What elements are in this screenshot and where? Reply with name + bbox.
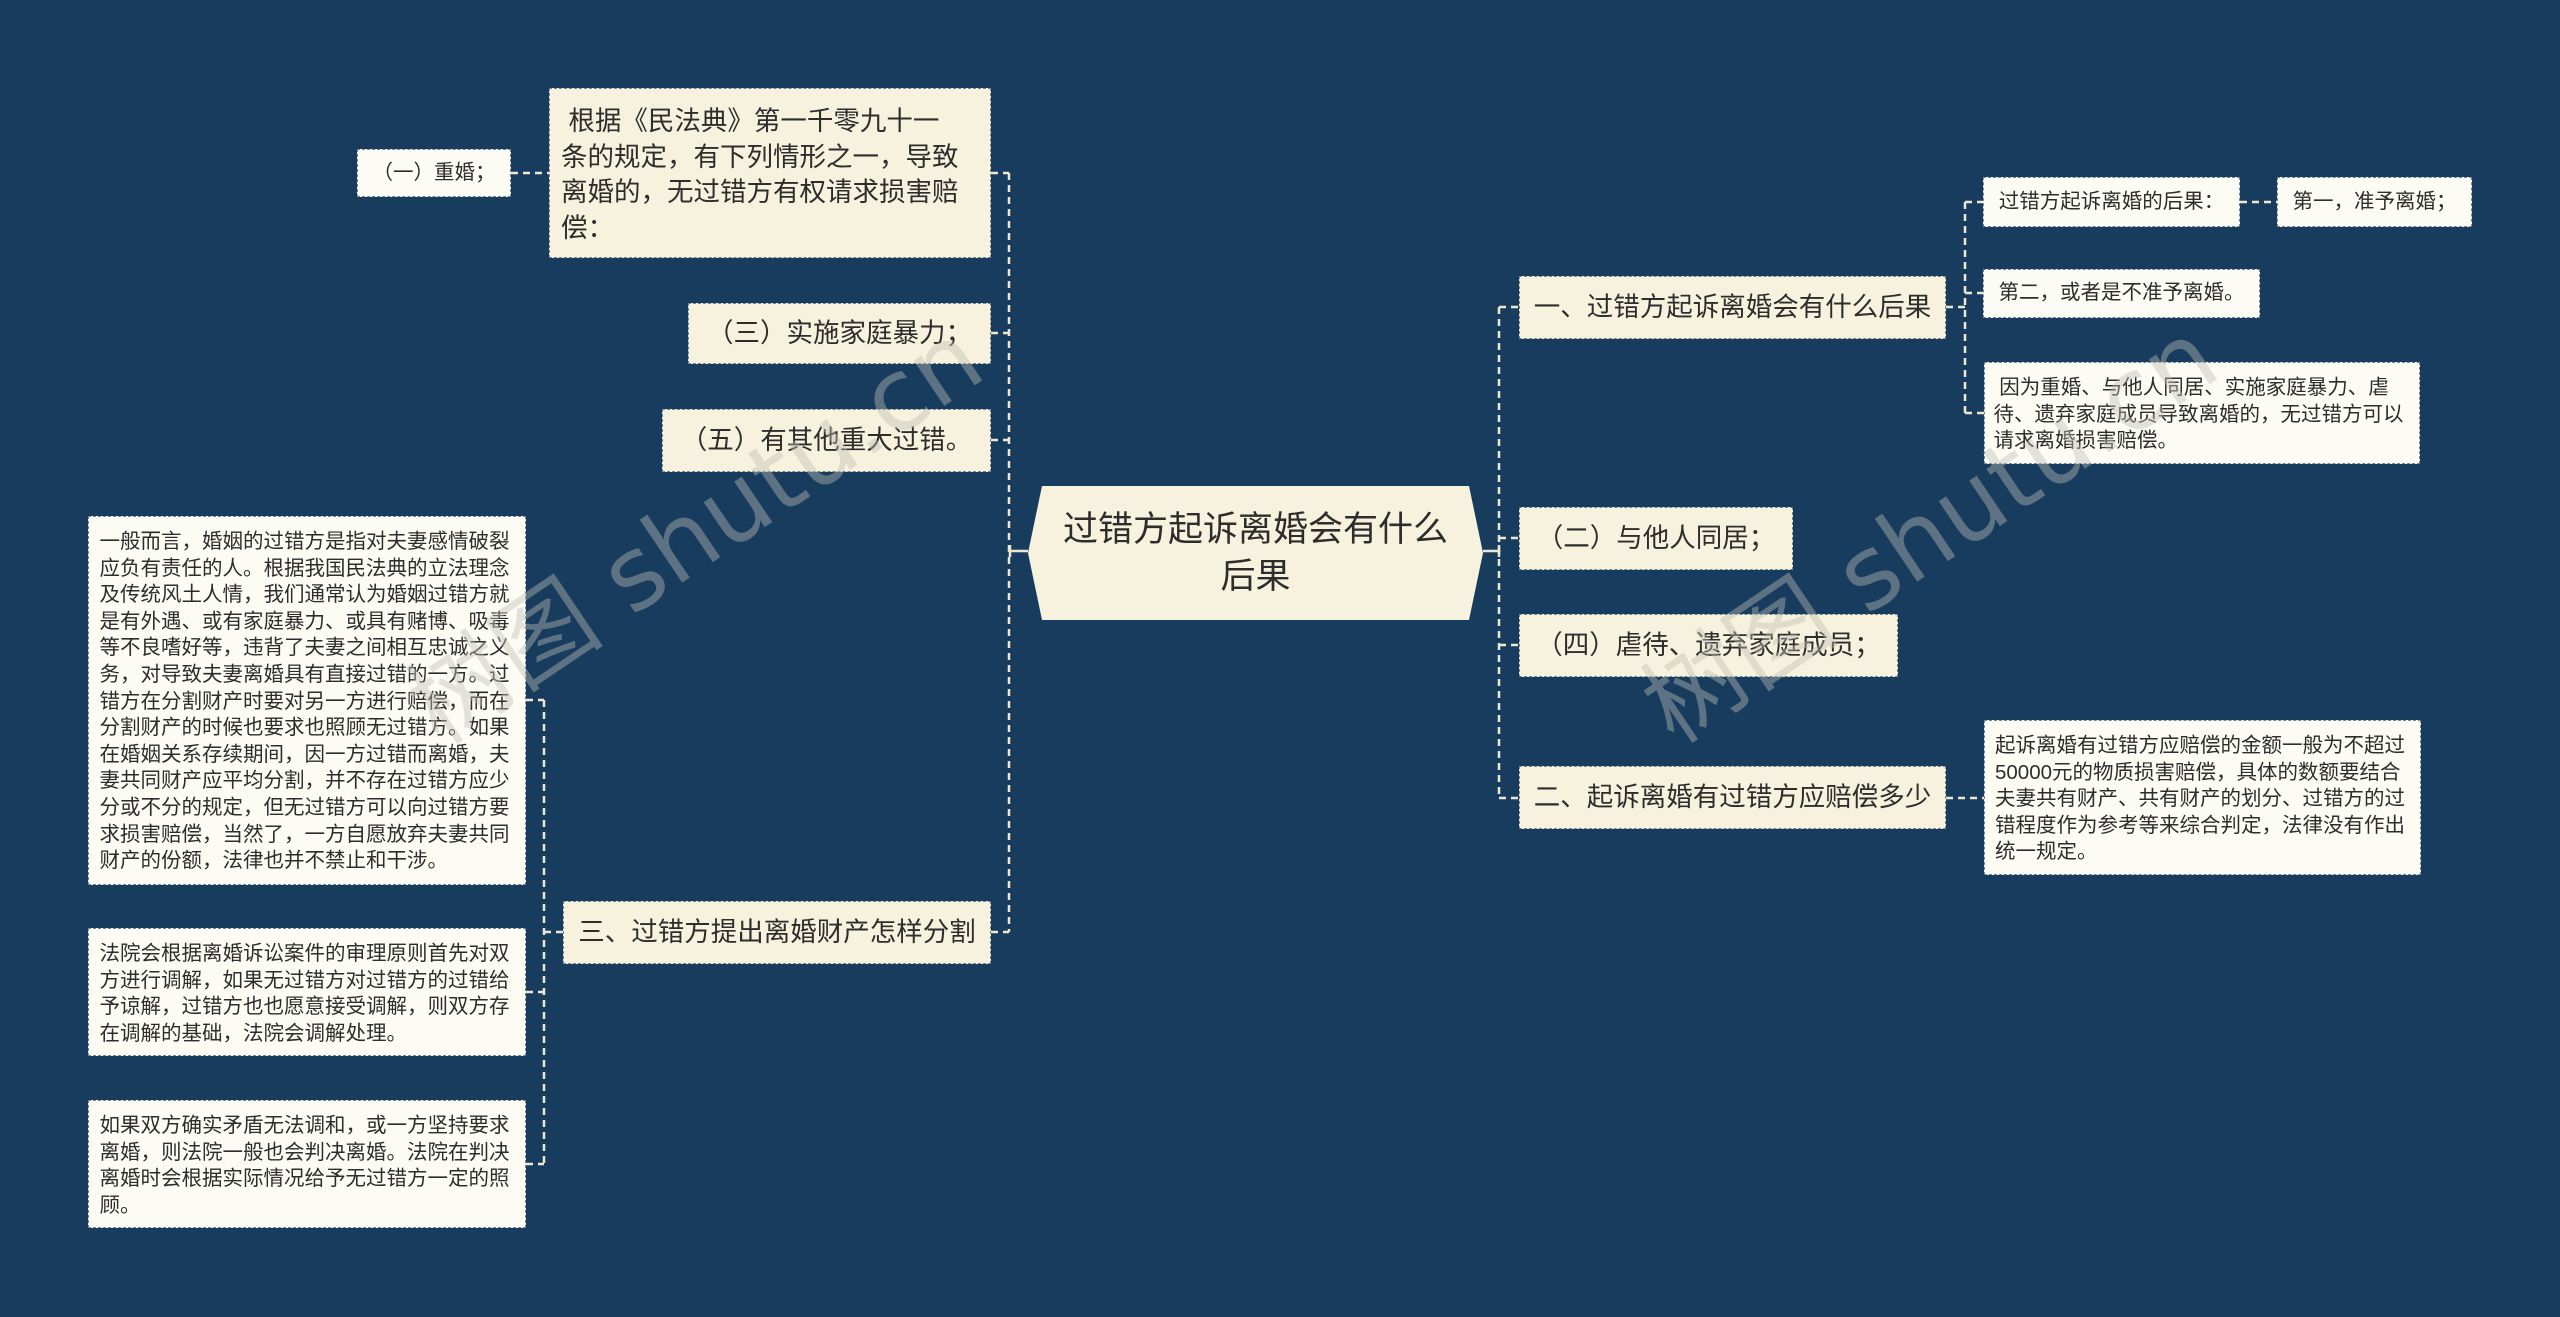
node-label: （二）与他人同居； <box>1536 522 1776 553</box>
node-label: 二、起诉离婚有过错方应赔偿多少 <box>1533 781 1932 812</box>
root-node[interactable]: 过错方起诉离婚会有什么后果 <box>1028 486 1483 620</box>
node-compensation-amount[interactable]: 起诉离婚有过错方应赔偿的金额一般为不超过50000元的物质损害赔偿，具体的数额要… <box>1984 720 2421 875</box>
node-label: （三）实施家庭暴力； <box>707 317 972 348</box>
node-label: （四）虐待、遗弃家庭成员； <box>1536 629 1881 660</box>
node-fault-party-definition[interactable]: 一般而言，婚姻的过错方是指对夫妻感情破裂应负有责任的人。根据我国民法典的立法理念… <box>88 516 526 885</box>
node-court-judgment[interactable]: 如果双方确实矛盾无法调和，或一方坚持要求离婚，则法院一般也会判决离婚。法院在判决… <box>88 1100 526 1228</box>
node-label: 一、过错方起诉离婚会有什么后果 <box>1533 291 1932 322</box>
node-label: 根据《民法典》第一千零九十一条的规定，有下列情形之一，导致离婚的，无过错方有权请… <box>561 106 959 243</box>
node-section-one[interactable]: 一、过错方起诉离婚会有什么后果 <box>1519 276 1946 339</box>
node-label: 因为重婚、与他人同居、实施家庭暴力、虐待、遗弃家庭成员导致离婚的，无过错方可以请… <box>1993 376 2404 453</box>
node-bigamy[interactable]: （一）重婚； <box>357 149 511 197</box>
node-consequences[interactable]: 过错方起诉离婚的后果： <box>1983 177 2240 227</box>
root-right-connector <box>1483 545 1501 557</box>
node-label: （一）重婚； <box>372 160 496 184</box>
node-first-divorce-granted[interactable]: 第一，准予离婚； <box>2277 177 2472 227</box>
root-node-label: 过错方起诉离婚会有什么后果 <box>1062 510 1448 596</box>
node-other-major-fault[interactable]: （五）有其他重大过错。 <box>662 409 991 472</box>
node-label: 如果双方确实矛盾无法调和，或一方坚持要求离婚，则法院一般也会判决离婚。法院在判决… <box>99 1114 510 1217</box>
node-label: 起诉离婚有过错方应赔偿的金额一般为不超过50000元的物质损害赔偿，具体的数额要… <box>1995 734 2405 864</box>
node-label: 法院会根据离婚诉讼案件的审理原则首先对双方进行调解，如果无过错方对过错方的过错给… <box>99 942 510 1045</box>
node-label: 第一，准予离婚； <box>2292 189 2457 213</box>
node-second-divorce-denied[interactable]: 第二，或者是不准予离婚。 <box>1983 269 2260 318</box>
node-cohabitation[interactable]: （二）与他人同居； <box>1519 507 1793 570</box>
node-label: 一般而言，婚姻的过错方是指对夫妻感情破裂应负有责任的人。根据我国民法典的立法理念… <box>99 530 510 873</box>
node-label: 第二，或者是不准予离婚。 <box>1998 281 2245 305</box>
node-domestic-violence[interactable]: （三）实施家庭暴力； <box>688 303 991 364</box>
node-label: 过错方起诉离婚的后果： <box>1998 189 2225 213</box>
node-abuse-abandonment[interactable]: （四）虐待、遗弃家庭成员； <box>1519 614 1898 677</box>
node-legal-basis[interactable]: 根据《民法典》第一千零九十一条的规定，有下列情形之一，导致离婚的，无过错方有权请… <box>549 88 991 258</box>
root-left-connector <box>1008 545 1028 557</box>
node-compensation-right[interactable]: 因为重婚、与他人同居、实施家庭暴力、虐待、遗弃家庭成员导致离婚的，无过错方可以请… <box>1984 362 2420 464</box>
node-label: 三、过错方提出离婚财产怎样分割 <box>578 916 976 947</box>
node-section-three[interactable]: 三、过错方提出离婚财产怎样分割 <box>563 901 991 964</box>
node-court-mediation[interactable]: 法院会根据离婚诉讼案件的审理原则首先对双方进行调解，如果无过错方对过错方的过错给… <box>88 928 526 1056</box>
node-section-two[interactable]: 二、起诉离婚有过错方应赔偿多少 <box>1519 766 1946 829</box>
node-label: （五）有其他重大过错。 <box>680 424 973 455</box>
